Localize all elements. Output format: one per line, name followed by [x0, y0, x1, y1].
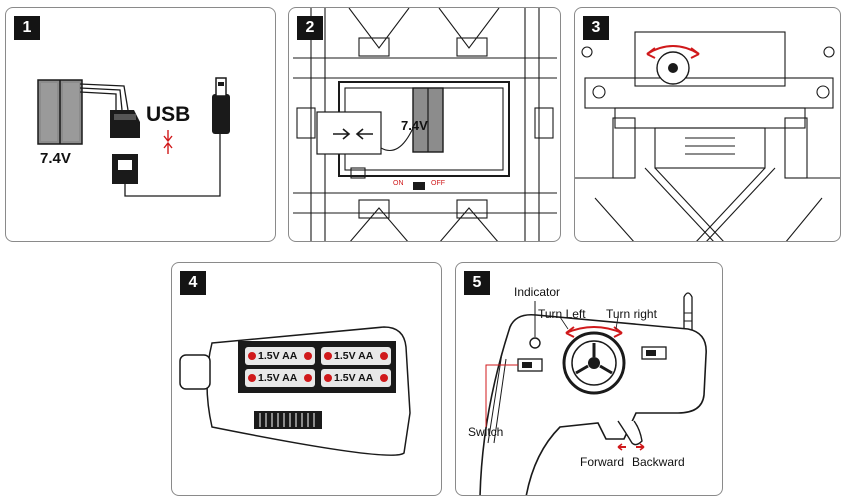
switch-off-label: OFF	[431, 180, 445, 187]
battery-voltage-label: 7.4V	[401, 118, 428, 133]
steering-servo-adjust-illustration	[575, 31, 840, 241]
battery-usb-charging-illustration	[37, 77, 230, 197]
step-2-panel: 2	[288, 7, 561, 242]
aa-battery-label: 1.5V AA	[258, 372, 298, 384]
step-number-badge: 2	[297, 16, 323, 40]
aa-battery-label: 1.5V AA	[334, 372, 374, 384]
aa-battery-label: 1.5V AA	[258, 350, 298, 362]
step-5-panel: 5 Indicator Turn Lef	[455, 262, 723, 496]
forward-label: Forward	[580, 455, 625, 469]
battery-voltage-label: 7.4V	[40, 150, 71, 167]
chassis-battery-compartment-illustration	[293, 8, 557, 241]
transmitter-controls-illustration	[479, 292, 707, 495]
turn-right-label: Turn right	[606, 307, 657, 321]
indicator-label: Indicator	[514, 285, 561, 299]
turn-left-label: Turn Left	[538, 307, 586, 321]
aa-battery-label: 1.5V AA	[334, 350, 374, 362]
switch-label: Switch	[468, 425, 504, 439]
step-number-badge: 4	[180, 271, 206, 295]
usb-label: USB	[146, 103, 191, 126]
step-3-panel: 3	[574, 7, 841, 242]
step-number-badge: 1	[14, 16, 40, 40]
step-number-badge: 5	[464, 271, 490, 295]
switch-on-label: ON	[393, 180, 404, 187]
step-4-panel: 4 1.5V AA 1.5V AA 1.5V AA 1.5V AA	[171, 262, 442, 496]
backward-label: Backward	[632, 455, 685, 469]
step-number-badge: 3	[583, 16, 609, 40]
transmitter-aa-battery-illustration	[179, 326, 411, 456]
step-1-panel: 1 7.4V USB	[5, 7, 276, 242]
